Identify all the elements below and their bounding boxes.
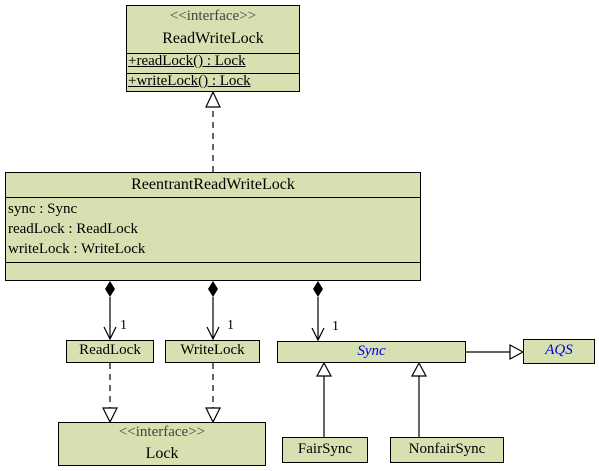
- divider: [6, 262, 420, 263]
- generalization-nonfairsync-to-sync: [410, 361, 428, 437]
- reentrantreadwritelock-name: ReentrantReadWriteLock: [131, 176, 295, 193]
- realization-writelock-to-lock: [205, 363, 221, 424]
- composition-to-writelock: [206, 281, 220, 341]
- attr-sync: sync : Sync: [8, 201, 78, 217]
- readlock-name: ReadLock: [79, 342, 141, 358]
- readwritelock-op-writelock: +writeLock() : Lock: [128, 73, 251, 89]
- readwritelock-name: ReadWriteLock: [162, 30, 264, 47]
- readwritelock-stereotype: <<interface>>: [169, 8, 257, 24]
- sync-name: Sync: [357, 343, 386, 359]
- nonfairsync-name: NonfairSync: [408, 441, 486, 457]
- multiplicity-readlock: 1: [120, 318, 127, 333]
- lock-name: Lock: [145, 445, 179, 462]
- composition-to-readlock: [103, 281, 117, 341]
- lock-interface-box[interactable]: <<interface>> Lock: [58, 422, 266, 466]
- reentrantreadwritelock-class-box[interactable]: ReentrantReadWriteLock sync : Sync readL…: [5, 172, 421, 281]
- generalization-sync-to-aqs: [466, 343, 525, 361]
- divider: [6, 197, 420, 198]
- lock-stereotype: <<interface>>: [118, 424, 206, 440]
- divider: [127, 73, 299, 74]
- writelock-name: WriteLock: [180, 342, 245, 358]
- divider: [127, 53, 299, 54]
- realization-reentrant-to-readwritelock: [205, 90, 221, 172]
- sync-class-box[interactable]: Sync: [277, 341, 466, 363]
- readwritelock-op-readlock: +readLock() : Lock: [128, 53, 246, 69]
- generalization-fairsync-to-sync: [315, 361, 333, 437]
- nonfairsync-class-box[interactable]: NonfairSync: [390, 437, 504, 463]
- fairsync-name: FairSync: [297, 441, 353, 457]
- readwritelock-interface-box[interactable]: <<interface>> ReadWriteLock +readLock() …: [126, 5, 300, 92]
- composition-to-sync: [311, 281, 325, 342]
- readlock-class-box[interactable]: ReadLock: [66, 340, 154, 363]
- writelock-class-box[interactable]: WriteLock: [165, 340, 260, 363]
- aqs-name: AQS: [545, 342, 573, 358]
- realization-readlock-to-lock: [102, 363, 118, 424]
- aqs-class-box[interactable]: AQS: [523, 339, 595, 364]
- attr-writelock: writeLock : WriteLock: [8, 241, 146, 257]
- fairsync-class-box[interactable]: FairSync: [282, 437, 368, 463]
- multiplicity-sync: 1: [332, 319, 339, 334]
- attr-readlock: readLock : ReadLock: [8, 221, 138, 237]
- multiplicity-writelock: 1: [227, 318, 234, 333]
